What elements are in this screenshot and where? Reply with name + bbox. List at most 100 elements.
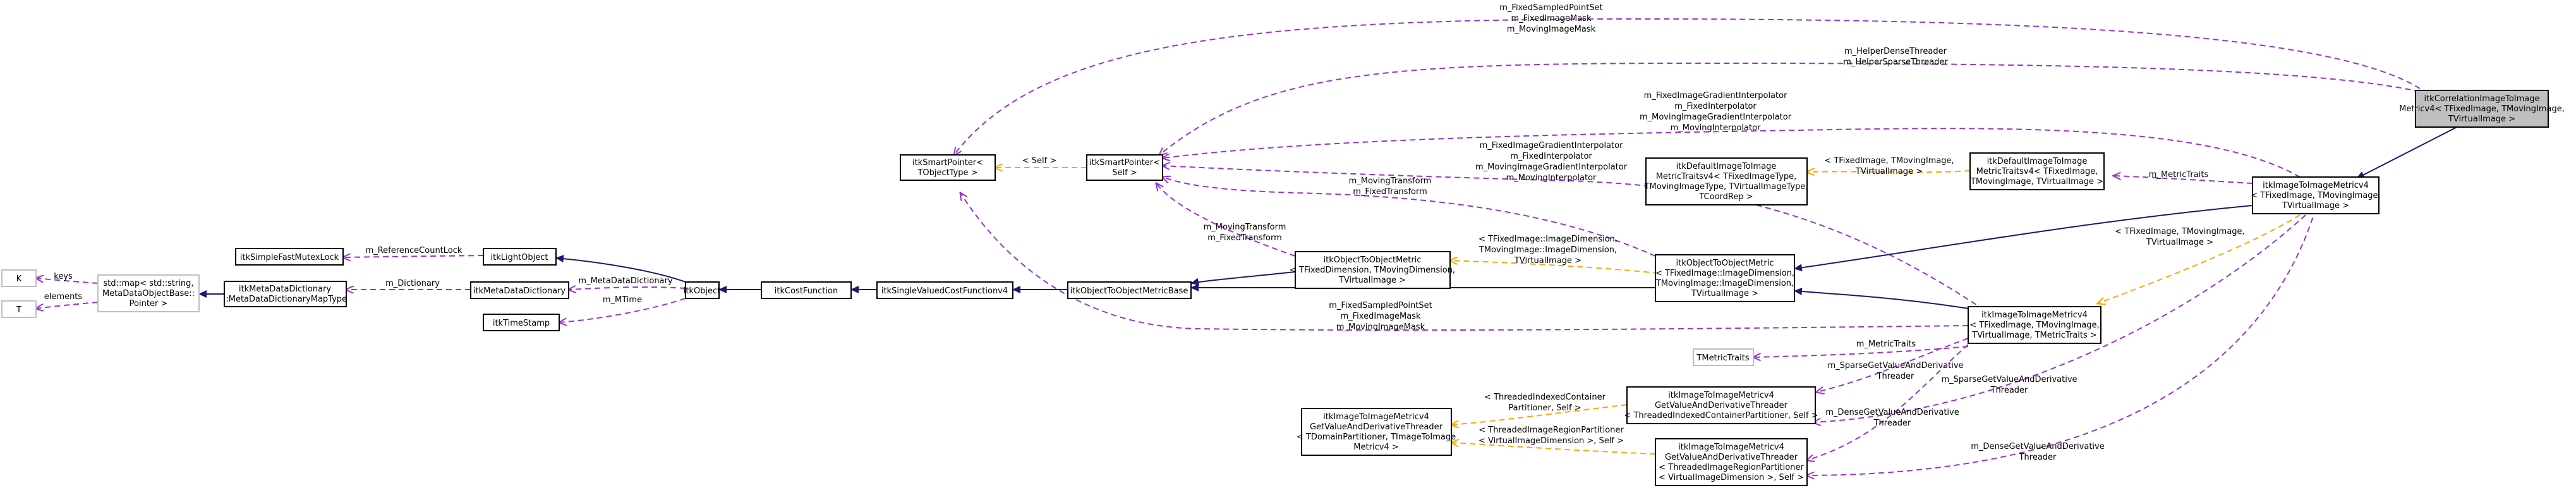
node-label-line: itkSimpleFastMutexLock [240,253,339,262]
node-smart-pointer-self[interactable]: itkSmartPointer<Self > [1086,154,1163,181]
edge-label-line: TVirtualImage > [2146,238,2213,247]
edge-label-line: < ThreadedImageRegionPartitioner [1478,426,1624,435]
edge-label-line: < TFixedImage, TMovingImage, [2115,227,2244,236]
svg-text:elements: elements [44,292,83,302]
node-label-line: < TFixedDimension, TMovingDimension, [1290,266,1455,275]
svg-text:m_MTime: m_MTime [603,295,642,305]
edge-label-line: keys [54,272,73,281]
node-label-line: GetValueAndDerivativeThreader [1655,401,1788,410]
node-label-line: std::map< std::string, [103,279,193,288]
node-label-line: Metricv4< TFixedImage, TMovingImage, [2399,104,2565,114]
node-cost-function[interactable]: itkCostFunction [761,281,852,299]
node-label-line: Self > [1112,168,1137,178]
node-label-line: < TDomainPartitioner, TImageToImage [1297,432,1456,442]
svg-text:< ThreadedIndexedContainerPart: < ThreadedIndexedContainerPartitioner, S… [1484,393,1606,413]
node-object-to-object-metric[interactable]: itkObjectToObjectMetric< TFixedImage::Im… [1655,254,1795,302]
node-metadata-dictionary[interactable]: itkMetaDataDictionary [470,281,569,299]
node-label-line: itkDefaultImageToImage [1676,162,1777,171]
node-image-to-image-metric-traits[interactable]: itkImageToImageMetricv4< TFixedImage, TM… [1968,306,2101,344]
node-single-valued-cost-function[interactable]: itkSingleValuedCostFunctionv4 [876,281,1013,299]
node-tmetrictraits: TMetricTraits [1693,348,1754,366]
node-t: T [1,300,37,318]
node-object-to-object-metric-base[interactable]: itkObjectToObjectMetricBase [1067,281,1192,299]
edge-label-line: m_MovingTransform [1204,223,1286,232]
edge-inherit-corr [2356,119,2471,179]
node-image-to-image-metric[interactable]: itkImageToImageMetricv4< TFixedImage, TM… [2251,176,2381,214]
edge-metric-traits-top: m_MetricTraits [2113,170,2253,184]
edge-label-line: m_MovingImageMask [1507,25,1596,34]
svg-text:itkCostFunction: itkCostFunction [775,286,838,296]
node-object[interactable]: itkObject [684,281,721,299]
node-label-line: itkObject [684,286,721,296]
edge-label-line: m_Dictionary [385,279,440,288]
node-label-line: < TFixedImage, TMovingImage, [1969,321,2099,330]
node-metadata-dictionary-map-type[interactable]: itkMetaDataDictionary::MetaDataDictionar… [223,281,347,307]
edge-label-line: < Self > [1022,156,1057,166]
node-label-line: ::MetaDataDictionaryMapType [223,295,347,304]
node-label-line: TMovingImage, TVirtualImage > [1970,177,2103,187]
svg-text:itkSimpleFastMutexLock: itkSimpleFastMutexLock [240,253,339,262]
edge-label-line: < TFixedImage::ImageDimension, [1478,235,1618,244]
node-smart-pointer-tobjecttype[interactable]: itkSmartPointer<TObjectType > [900,154,996,181]
edge-reference-count-lock: m_ReferenceCountLock [343,246,484,257]
svg-text:itkLightObject: itkLightObject [490,253,548,262]
edge-label-line: Threader [1873,419,1911,428]
node-timestamp[interactable]: itkTimeStamp [483,314,560,331]
node-label-line: itkMetaDataDictionary [473,286,566,296]
edge-label-line: elements [44,292,83,302]
node-object-to-object-metric-template[interactable]: itkObjectToObjectMetric< TFixedDimension… [1290,251,1455,289]
svg-text:itkTimeStamp: itkTimeStamp [493,319,550,328]
edge-label-line: m_FixedImageGradientInterpolator [1644,91,1787,101]
svg-text:itkMetaDataDictionary: itkMetaDataDictionary [473,286,566,296]
edge-label-line: Threader [1990,386,2028,395]
edge-label-line: m_HelperDenseThreader [1844,47,1947,56]
edge-template-self: < Self > [995,156,1087,168]
node-label-line: TMovingImage::ImageDimension, [1655,279,1794,288]
node-label-line: TMovingImageType, TVirtualImageType, [1644,182,1808,192]
edge-label-line: m_MetricTraits [2149,170,2209,180]
svg-text:T: T [16,305,21,315]
svg-text:m_Dictionary: m_Dictionary [385,279,440,288]
edge-mtime: m_MTime [559,295,686,322]
node-label-line: Metricv4 > [1353,443,1398,452]
node-label-line: TVirtualImage, TMetricTraits > [1971,331,2097,340]
edge-label-line: m_FixedImageMask [1511,14,1592,23]
node-simple-fast-mutex-lock[interactable]: itkSimpleFastMutexLock [235,248,344,266]
svg-text:itkObjectToObjectMetric< TFixe: itkObjectToObjectMetric< TFixedImage::Im… [1655,259,1794,298]
edge-label-line: m_MetricTraits [1856,340,1916,349]
node-label-line: itkSmartPointer< [912,158,983,168]
node-label-line: itkImageToImageMetricv4 [1678,443,1784,452]
edge-inherit-itimv4 [1794,205,2253,272]
edge-dictionary: m_Dictionary [346,279,471,290]
edge-template-objtoobj: < TFixedImage::ImageDimension,TMovingIma… [1450,235,1659,274]
node-label-line: itkImageToImageMetricv4 [2263,181,2369,190]
node-label-line: itkCorrelationImageToImage [2424,94,2539,104]
node-label-line: < ThreadedIndexedContainerPartitioner, S… [1624,411,1818,420]
node-label-line: itkDefaultImageToImage [1987,157,2088,166]
node-std-map[interactable]: std::map< std::string,MetaDataObjectBase… [97,274,200,312]
node-label-line: MetricTraitsv4< TFixedImage, [1976,167,2098,176]
svg-text:itkSingleValuedCostFunctionv4: itkSingleValuedCostFunctionv4 [881,286,1008,296]
node-label-line: TCoordRep > [1698,192,1753,202]
node-label-line: TMetricTraits [1696,353,1749,363]
edge-label-line: TVirtualImage > [1855,167,1923,176]
node-label-line: MetaDataObjectBase:: [102,289,195,298]
node-label-line: itkImageToImageMetricv4 [1981,310,2088,320]
node-light-object[interactable]: itkLightObject [483,248,557,266]
